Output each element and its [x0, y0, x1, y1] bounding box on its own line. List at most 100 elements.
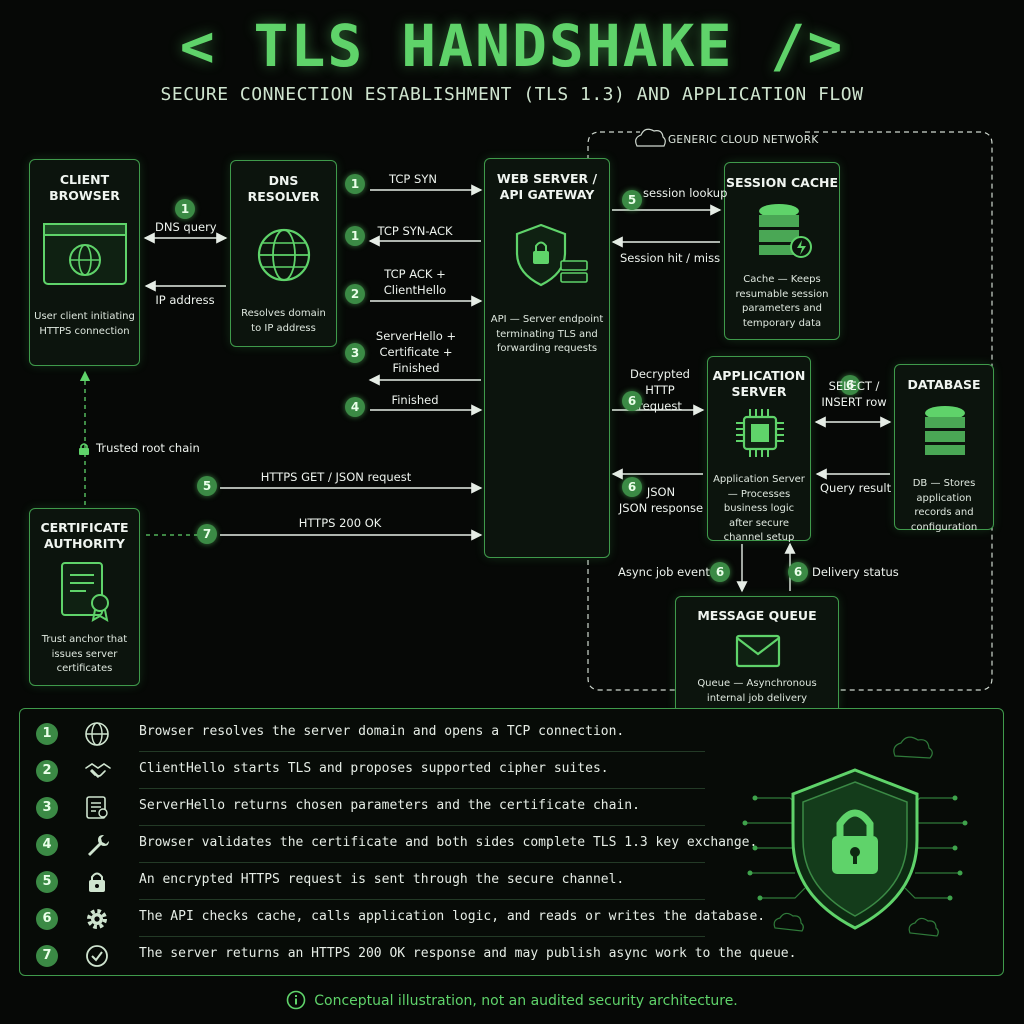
flow-label-json-response: JSON JSON response [618, 485, 704, 515]
node-title: DNS RESOLVER [247, 173, 320, 204]
flow-label-delivery: Delivery status [812, 565, 899, 579]
legend-step: 4 Browser validates the certificate and … [20, 826, 757, 863]
step-number: 5 [36, 871, 58, 893]
flow-label-dns-query: DNS query [155, 220, 217, 234]
globe-icon [257, 228, 311, 282]
flow-label-session-hit: Session hit / miss [620, 251, 721, 265]
certificate-icon [61, 562, 109, 622]
step-badge: 2 [345, 284, 365, 304]
step-badge: 1 [345, 174, 365, 194]
handshake-icon [85, 763, 111, 778]
node-title: APPLICATION SERVER [712, 368, 806, 399]
cloud-network-icon [635, 128, 666, 147]
info-icon [286, 990, 306, 1010]
step-badge: 5 [197, 476, 217, 496]
divider [139, 862, 705, 863]
node-description: User client initiating HTTPS connection [34, 311, 135, 337]
envelope-icon [735, 634, 781, 668]
node-description: Queue — Asynchronous internal job delive… [697, 678, 817, 704]
flow-label-tcp-syn: TCP SYN [389, 172, 437, 186]
divider [139, 899, 705, 900]
legend-step: 7 The server returns an HTTPS 200 OK res… [20, 937, 796, 974]
step-badge: 5 [622, 190, 642, 210]
step-badge: 6 [622, 477, 642, 497]
divider [139, 788, 705, 789]
node-session-cache[interactable]: SESSION CACHE Cache — Keeps resumable se… [724, 162, 840, 340]
check-circle-icon [86, 945, 108, 967]
step-badge: 3 [345, 343, 365, 363]
node-dns-resolver[interactable]: DNS RESOLVER Resolves domain to IP addre… [230, 160, 337, 347]
flow-label-select-insert: SELECT / INSERT row [821, 379, 887, 409]
node-description: Trust anchor that issues server certific… [41, 634, 128, 674]
node-database[interactable]: DATABASE DB — Stores application records… [894, 364, 994, 533]
divider [139, 825, 705, 826]
database-bolt-icon [759, 204, 812, 258]
node-title: WEB SERVER / API GATEWAY [496, 171, 598, 202]
step-badge: 6 [840, 375, 860, 395]
step-badge: 7 [197, 524, 217, 544]
flow-label-async-job: Async job event [618, 565, 710, 579]
step-number: 7 [36, 945, 58, 967]
flow-label-query-result: Query result [820, 481, 892, 495]
step-badge: 1 [175, 199, 195, 219]
legend-step: 6 The API checks cache, calls applicatio… [20, 900, 765, 937]
cloud-network-boundary [587, 131, 993, 691]
node-title: MESSAGE QUEUE [697, 608, 817, 623]
step-text: Browser validates the certificate and bo… [139, 835, 758, 850]
lock-icon [79, 443, 89, 455]
flow-label-https-200: HTTPS 200 OK [298, 516, 382, 530]
wrench-icon [88, 835, 109, 856]
node-description: Application Server — Processes business … [713, 474, 805, 543]
node-title: SESSION CACHE [725, 175, 839, 190]
step-text: Browser resolves the server domain and o… [139, 724, 625, 739]
lock-icon [89, 872, 105, 892]
flow-label-session-lookup: session lookup [643, 186, 728, 200]
step-text: ClientHello starts TLS and proposes supp… [139, 761, 609, 776]
step-number: 3 [36, 797, 58, 819]
shield-server-icon [515, 223, 588, 287]
divider [139, 751, 705, 752]
node-description: DB — Stores application records and conf… [910, 478, 978, 533]
step-badge: 6 [710, 562, 730, 582]
node-description: API — Server endpoint terminating TLS an… [490, 314, 604, 354]
step-badge: 6 [788, 562, 808, 582]
browser-window-icon [43, 223, 127, 285]
step-text: An encrypted HTTPS request is sent throu… [139, 872, 625, 887]
step-number: 6 [36, 908, 58, 930]
disclaimer: Conceptual illustration, not an audited … [0, 990, 1024, 1010]
node-description: Cache — Keeps resumable session paramete… [735, 274, 829, 329]
page-title: < TLS HANDSHAKE /> [179, 12, 845, 80]
node-message-queue[interactable]: MESSAGE QUEUE Queue — Asynchronous inter… [675, 596, 839, 714]
node-title: DATABASE [907, 377, 981, 392]
step-badge: 6 [622, 391, 642, 411]
gear-icon [87, 909, 107, 929]
node-web-server[interactable]: WEB SERVER / API GATEWAY API — Server en… [484, 158, 610, 558]
disclaimer-text: Conceptual illustration, not an audited … [314, 993, 738, 1009]
legend-step: 2 ClientHello starts TLS and proposes su… [20, 752, 706, 789]
cloud-network-label: GENERIC CLOUD NETWORK [668, 134, 819, 146]
node-title: CLIENT BROWSER [49, 172, 120, 203]
step-number: 4 [36, 834, 58, 856]
step-text: The server returns an HTTPS 200 OK respo… [139, 946, 797, 961]
step-text: The API checks cache, calls application … [139, 909, 766, 924]
flow-label-finished: Finished [391, 393, 439, 407]
flow-label-tcp-ack: TCP ACK + ClientHello [383, 267, 447, 297]
certificate-icon [86, 796, 108, 819]
flow-label-tcp-synack: TCP SYN-ACK [377, 224, 453, 238]
globe-icon [85, 722, 109, 746]
node-client-browser[interactable]: CLIENT BROWSER User client initiating HT… [29, 159, 140, 366]
node-title: CERTIFICATE AUTHORITY [40, 520, 129, 551]
node-certificate-authority[interactable]: CERTIFICATE AUTHORITY Trust anchor that … [29, 508, 140, 686]
node-application-server[interactable]: APPLICATION SERVER Application Server — … [707, 356, 811, 543]
step-badge: 1 [345, 226, 365, 246]
security-shield-icon [742, 736, 968, 937]
database-icon [925, 406, 965, 455]
step-text: ServerHello returns chosen parameters an… [139, 798, 640, 813]
legend-step: 3 ServerHello returns chosen parameters … [20, 789, 706, 826]
flow-label-decrypted: Decrypted HTTP request [630, 367, 690, 413]
legend-step: 1 Browser resolves the server domain and… [20, 715, 706, 752]
cpu-chip-icon [736, 409, 784, 457]
flow-label-ip-address: IP address [155, 293, 215, 307]
step-badge: 4 [345, 397, 365, 417]
